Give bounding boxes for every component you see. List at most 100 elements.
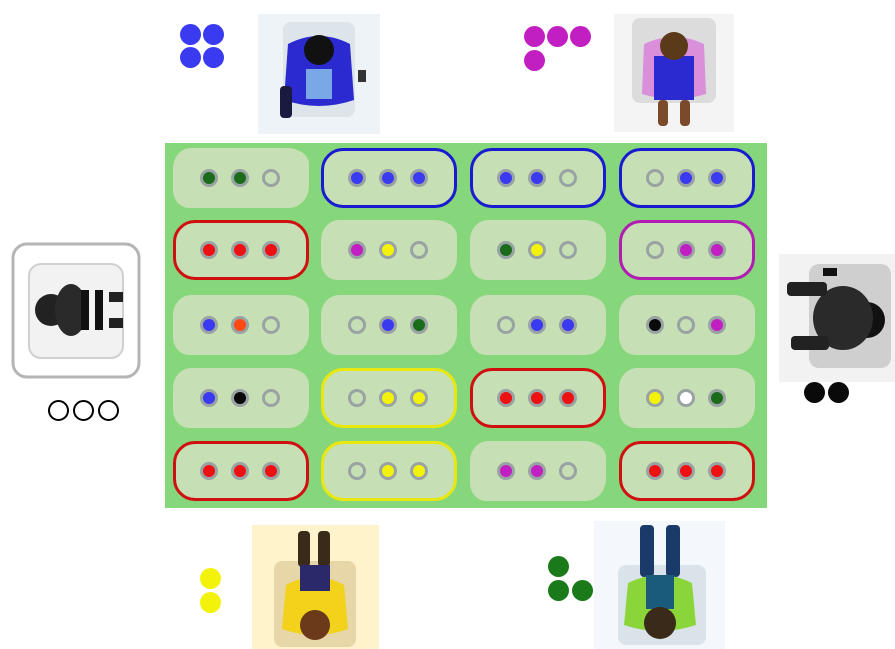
marker-dot[interactable] [379,169,397,187]
marker-dot[interactable] [231,462,249,480]
game-board [165,143,767,508]
marker-dot[interactable] [677,169,695,187]
empty-slot[interactable] [646,169,664,187]
board-cell-r1-c4[interactable] [619,148,755,208]
board-cell-r5-c3[interactable] [470,441,606,501]
marker-dot[interactable] [677,241,695,259]
empty-slot[interactable] [262,316,280,334]
board-cell-r4-c4[interactable] [619,368,755,428]
marker-dot[interactable] [200,389,218,407]
marker-dot[interactable] [646,316,664,334]
empty-slot[interactable] [348,389,366,407]
marker-dot[interactable] [410,462,428,480]
marker-dot[interactable] [410,169,428,187]
marker-dot[interactable] [528,462,546,480]
score-dot [73,400,94,421]
marker-dot[interactable] [708,241,726,259]
player-black-avatar [779,254,895,382]
board-cell-r5-c2[interactable] [321,441,457,501]
marker-dot[interactable] [528,316,546,334]
marker-dot[interactable] [677,389,695,407]
empty-slot[interactable] [497,316,515,334]
score-dot [570,26,591,47]
empty-slot[interactable] [559,169,577,187]
empty-slot[interactable] [559,241,577,259]
marker-dot[interactable] [559,316,577,334]
board-cell-r3-c2[interactable] [321,295,457,355]
marker-dot[interactable] [708,462,726,480]
board-cell-r4-c1[interactable] [173,368,309,428]
marker-dot[interactable] [379,389,397,407]
score-dot [548,556,569,577]
board-cell-r1-c3[interactable] [470,148,606,208]
marker-dot[interactable] [231,389,249,407]
marker-dot[interactable] [497,241,515,259]
player-purple-avatar [614,14,734,132]
empty-slot[interactable] [646,241,664,259]
player-blue-avatar [258,14,380,134]
marker-dot[interactable] [708,316,726,334]
score-dot [547,26,568,47]
marker-dot[interactable] [231,241,249,259]
marker-dot[interactable] [559,389,577,407]
empty-slot[interactable] [677,316,695,334]
marker-dot[interactable] [200,316,218,334]
score-dot [524,26,545,47]
empty-slot[interactable] [262,389,280,407]
marker-dot[interactable] [497,169,515,187]
marker-dot[interactable] [379,462,397,480]
empty-slot[interactable] [559,462,577,480]
marker-dot[interactable] [708,389,726,407]
marker-dot[interactable] [231,169,249,187]
marker-dot[interactable] [497,462,515,480]
player-white-avatar [11,242,141,379]
marker-dot[interactable] [708,169,726,187]
player-yellow-avatar [252,525,379,649]
score-dot [200,592,221,613]
empty-slot[interactable] [262,169,280,187]
score-dot [548,580,569,601]
board-cell-r2-c4[interactable] [619,220,755,280]
board-cell-r3-c3[interactable] [470,295,606,355]
marker-dot[interactable] [410,316,428,334]
score-dot [804,382,825,403]
marker-dot[interactable] [497,389,515,407]
empty-slot[interactable] [348,462,366,480]
marker-dot[interactable] [410,389,428,407]
board-cell-r2-c2[interactable] [321,220,457,280]
board-cell-r1-c1[interactable] [173,148,309,208]
player-green-avatar [594,521,725,649]
marker-dot[interactable] [646,462,664,480]
score-dot [200,568,221,589]
empty-slot[interactable] [348,316,366,334]
marker-dot[interactable] [262,241,280,259]
marker-dot[interactable] [200,169,218,187]
board-cell-r3-c1[interactable] [173,295,309,355]
marker-dot[interactable] [200,462,218,480]
marker-dot[interactable] [200,241,218,259]
marker-dot[interactable] [528,241,546,259]
marker-dot[interactable] [528,389,546,407]
board-cell-r2-c1[interactable] [173,220,309,280]
marker-dot[interactable] [528,169,546,187]
score-dot [524,50,545,71]
marker-dot[interactable] [646,389,664,407]
marker-dot[interactable] [348,241,366,259]
marker-dot[interactable] [379,241,397,259]
score-dot [203,24,224,45]
empty-slot[interactable] [410,241,428,259]
board-cell-r5-c4[interactable] [619,441,755,501]
score-dot [203,47,224,68]
score-dot [180,24,201,45]
board-cell-r5-c1[interactable] [173,441,309,501]
board-cell-r3-c4[interactable] [619,295,755,355]
marker-dot[interactable] [262,462,280,480]
board-cell-r4-c3[interactable] [470,368,606,428]
marker-dot[interactable] [379,316,397,334]
board-cell-r2-c3[interactable] [470,220,606,280]
marker-dot[interactable] [677,462,695,480]
board-cell-r4-c2[interactable] [321,368,457,428]
board-cell-r1-c2[interactable] [321,148,457,208]
marker-dot[interactable] [231,316,249,334]
marker-dot[interactable] [348,169,366,187]
